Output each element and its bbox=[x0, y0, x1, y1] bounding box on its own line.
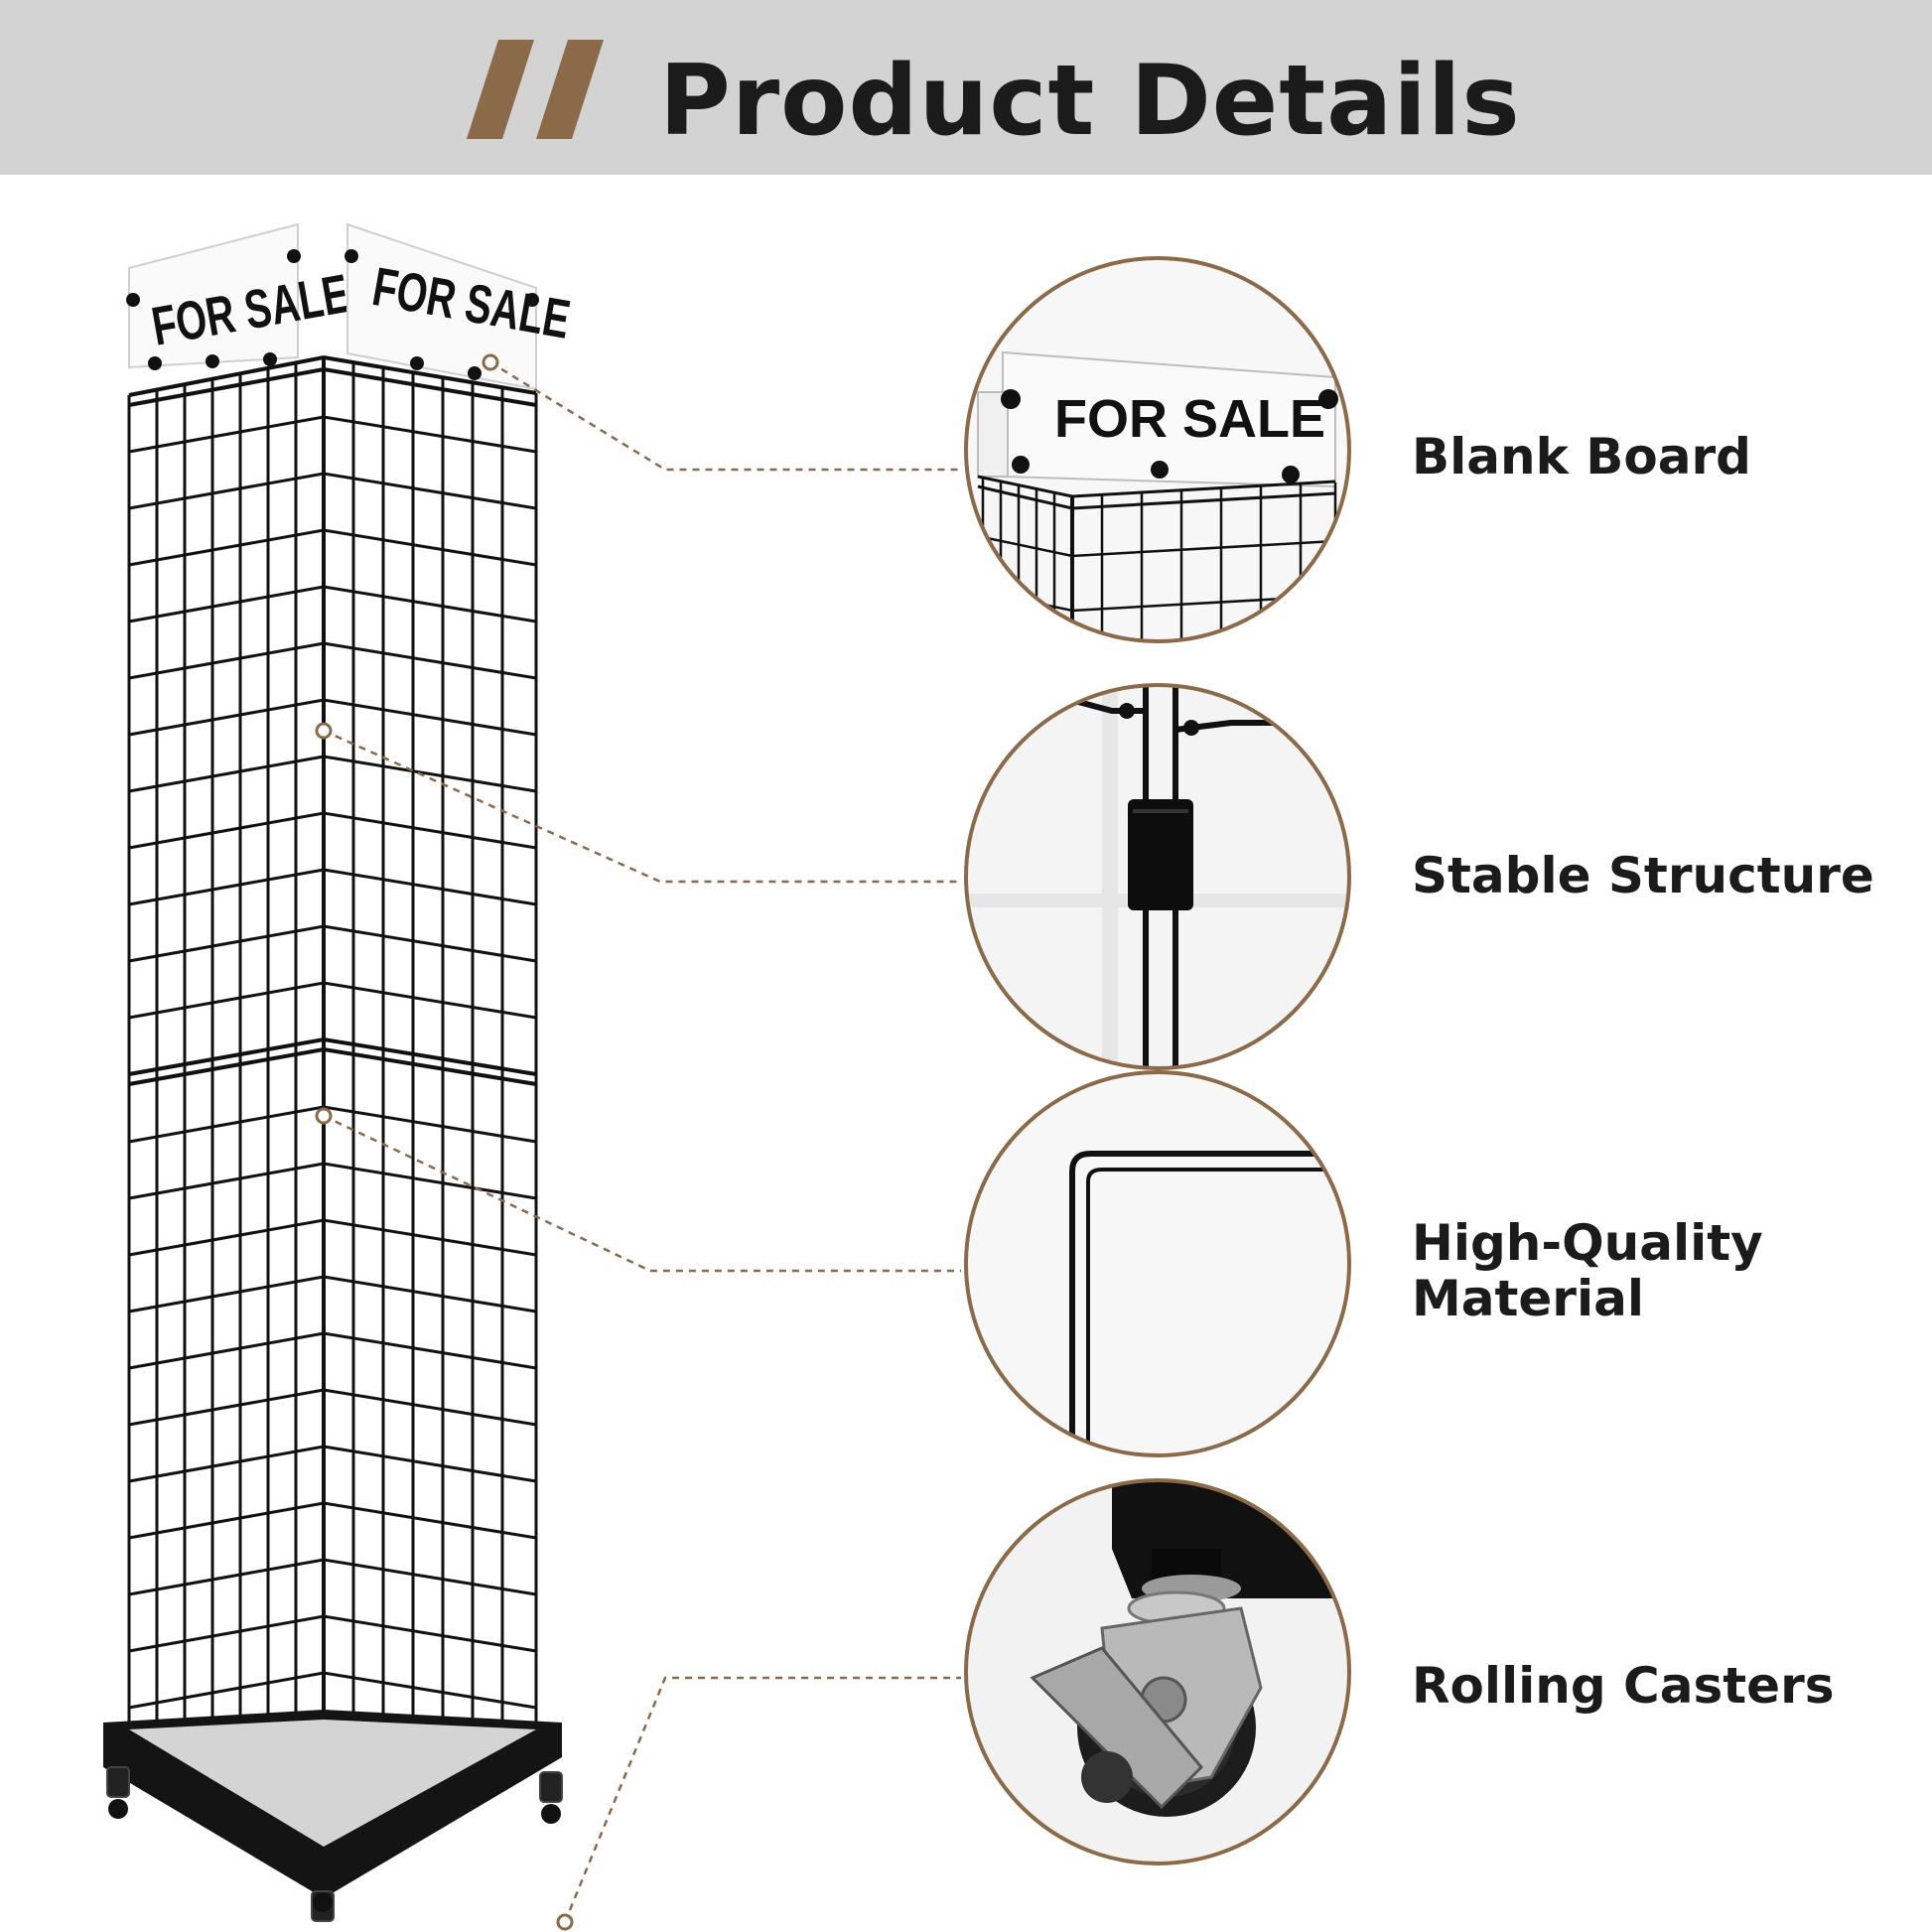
sign-board-left: FOR SALE bbox=[126, 222, 353, 370]
sign-board-closeup: FOR SALE bbox=[964, 256, 1351, 643]
callout-dots bbox=[315, 353, 574, 1931]
double-slash-icon bbox=[467, 40, 604, 139]
bent-wire-closeup bbox=[964, 1070, 1351, 1457]
tower-base bbox=[103, 1710, 563, 1922]
page-title: Product Details bbox=[659, 45, 1521, 158]
header-bar: Product Details bbox=[0, 0, 1932, 175]
feature-label-line-2: Material bbox=[1412, 1270, 1644, 1327]
grid-tower: FOR SALE FOR SALE bbox=[103, 222, 575, 1922]
feature-label-stable-structure: Stable Structure bbox=[1412, 847, 1874, 904]
caster-wheel-closeup bbox=[964, 1478, 1351, 1865]
feature-label-blank-board: Blank Board bbox=[1412, 428, 1751, 485]
closeup-sign-text: FOR SALE bbox=[1054, 389, 1325, 449]
callout-lines bbox=[323, 360, 961, 1923]
sign-board-right: FOR SALE bbox=[345, 222, 575, 391]
feature-label-high-quality-material: High-Quality Material bbox=[1412, 1215, 1763, 1326]
feature-label-line-1: High-Quality bbox=[1412, 1214, 1763, 1272]
feature-label-rolling-casters: Rolling Casters bbox=[1412, 1657, 1835, 1715]
connector-clip-closeup bbox=[964, 683, 1351, 1070]
